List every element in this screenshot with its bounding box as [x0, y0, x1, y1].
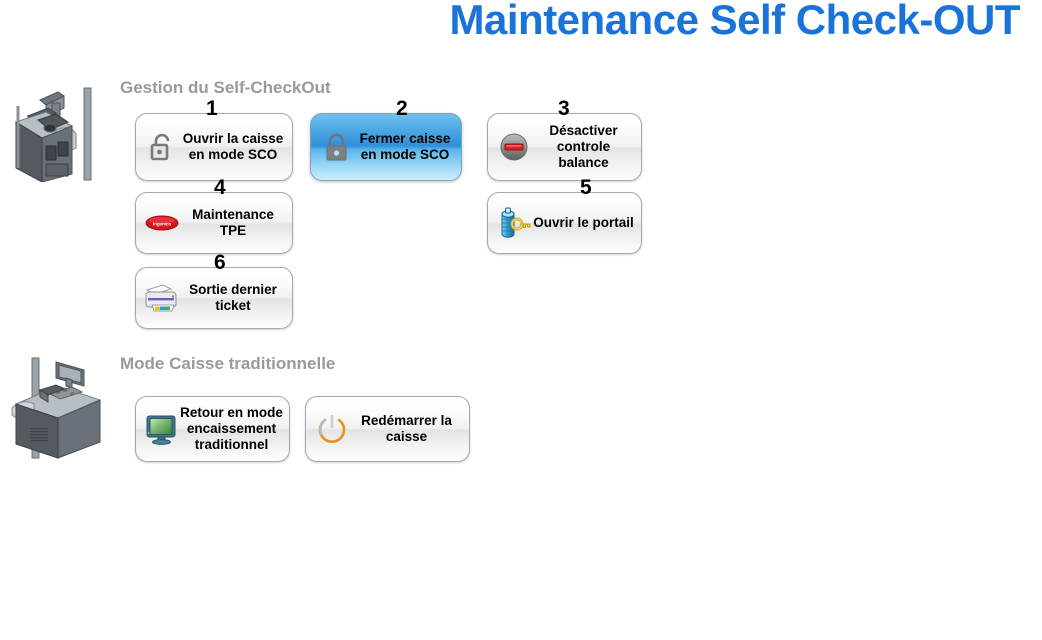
svg-text:ingenico: ingenico	[153, 222, 171, 227]
button-label: Fermer caisse en mode SCO	[359, 131, 451, 162]
button-number-badge-1: 1	[206, 97, 218, 120]
power-icon	[314, 410, 350, 448]
button-label: Désactiver controle balance	[549, 123, 618, 170]
padlock-open-icon	[144, 128, 180, 166]
button-label: Sortie dernier ticket	[189, 282, 277, 313]
database-key-icon	[496, 204, 532, 242]
section-heading-self-checkout: Gestion du Self-CheckOut	[120, 78, 331, 97]
button-label: Retour en mode encaissement traditionnel	[180, 405, 283, 452]
button-label: Ouvrir la caisse en mode SCO	[182, 131, 284, 162]
button-close-register-sco[interactable]: Fermer caisse en mode SCO	[310, 113, 462, 181]
disable-circle-icon	[496, 128, 532, 166]
button-restart-register[interactable]: Redémarrer la caisse	[305, 396, 470, 462]
button-disable-scale-control[interactable]: Désactiver controle balance	[487, 113, 642, 181]
button-open-register-sco[interactable]: Ouvrir la caisse en mode SCO	[135, 113, 293, 181]
button-label: Redémarrer la caisse	[361, 413, 452, 444]
button-number-badge-6: 6	[214, 251, 226, 274]
button-maintenance-tpe[interactable]: ingenico Maintenance TPE	[135, 192, 293, 254]
button-print-last-ticket[interactable]: Sortie dernier ticket	[135, 267, 293, 329]
monitor-icon	[144, 410, 180, 448]
payment-terminal-logo-icon: ingenico	[144, 204, 180, 242]
button-number-badge-5: 5	[580, 176, 592, 199]
button-open-portal[interactable]: Ouvrir le portail	[487, 192, 642, 254]
padlock-closed-icon	[319, 128, 355, 166]
button-number-badge-3: 3	[558, 97, 570, 120]
button-return-traditional-mode[interactable]: Retour en mode encaissement traditionnel	[135, 396, 290, 462]
page-title: Maintenance Self Check-OUT	[449, 0, 1021, 43]
self-checkout-kiosk-illustration	[12, 86, 104, 187]
button-label: Ouvrir le portail	[533, 215, 634, 230]
section-heading-traditional: Mode Caisse traditionnelle	[120, 354, 336, 373]
traditional-checkout-counter-illustration	[10, 356, 106, 465]
button-number-badge-4: 4	[214, 176, 226, 199]
button-number-badge-2: 2	[396, 97, 408, 120]
printer-icon	[144, 279, 180, 317]
button-label: Maintenance TPE	[192, 207, 274, 238]
